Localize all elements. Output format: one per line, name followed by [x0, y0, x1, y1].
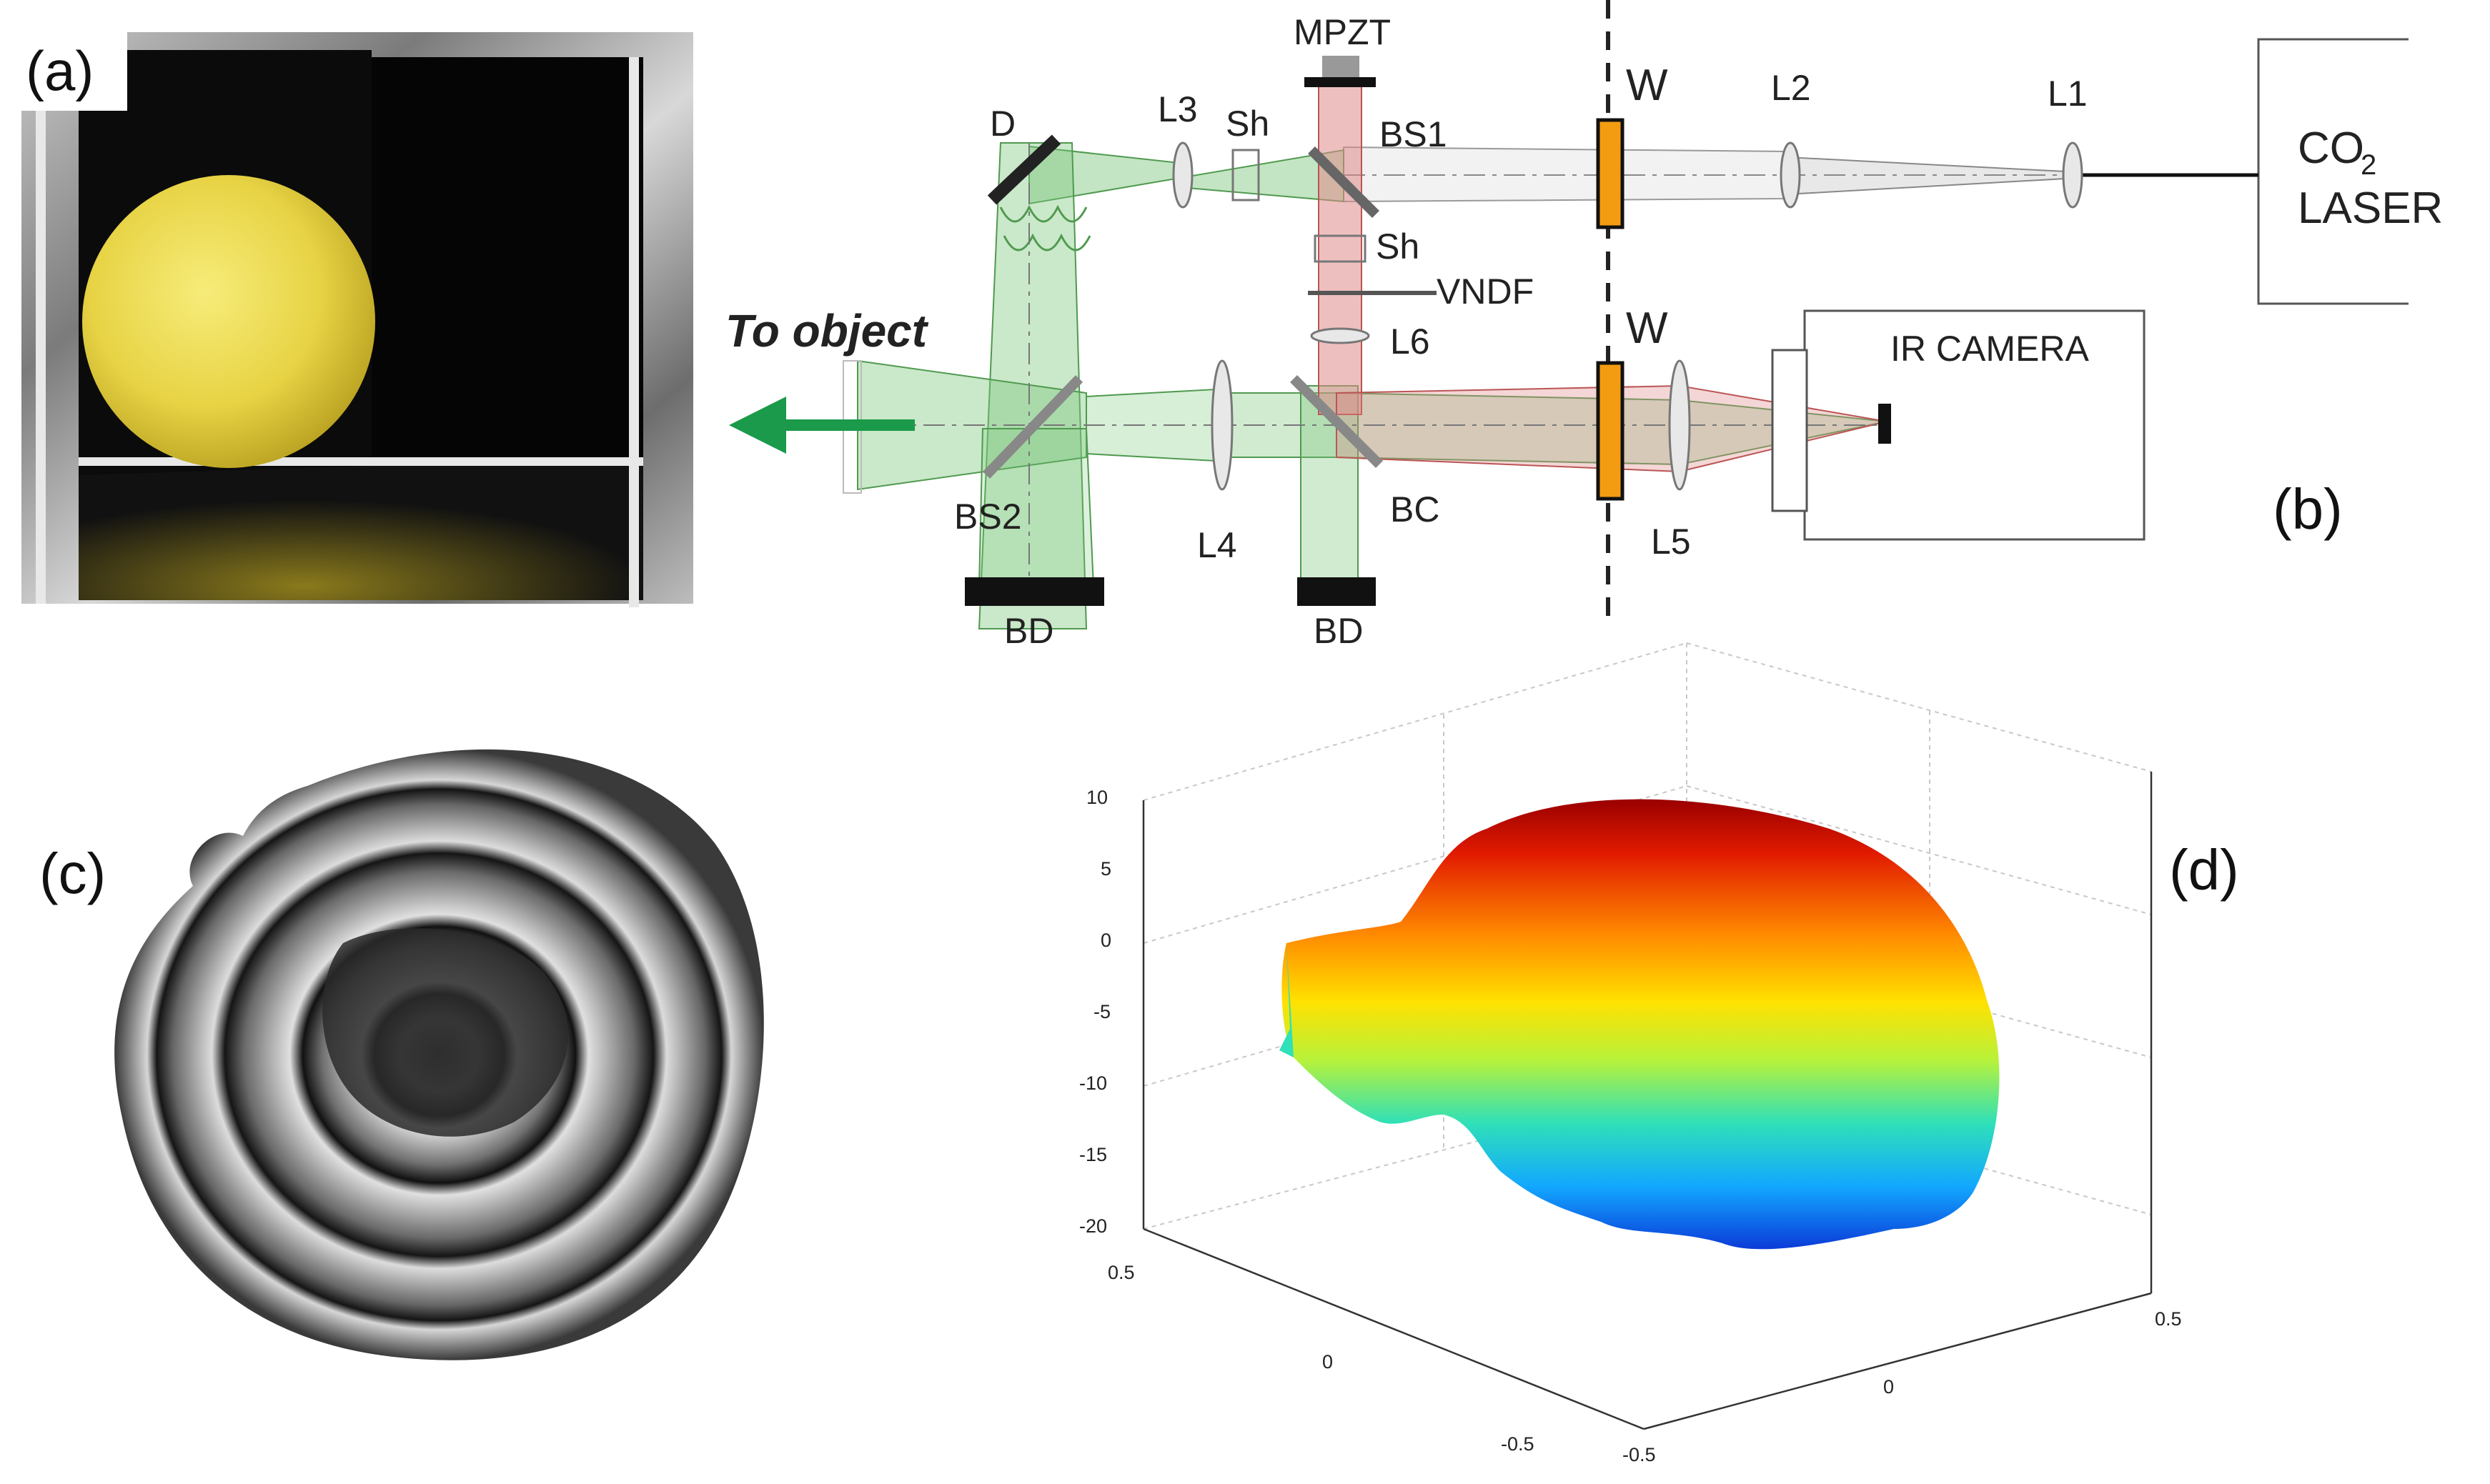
z-axis-ticks: 10 5 0 -5 -10 -15 -20 [1079, 787, 1111, 1237]
lens-l2 [1780, 141, 1801, 209]
to-object-arrow-head [729, 397, 786, 454]
mpzt-mirror [1304, 77, 1376, 87]
label-l2: L2 [1771, 68, 1811, 108]
window-w-bottom [1596, 361, 1625, 501]
lens-l3 [1172, 141, 1194, 209]
frame-bar [36, 32, 46, 604]
ir-camera-lens-mount [1771, 349, 1808, 512]
panel-b-setup: CO 2 LASER [725, 0, 2443, 651]
label-bs2: BS2 [954, 497, 1022, 537]
panel-d-surface-plot: (d) 10 5 0 -5 [1079, 642, 2239, 1465]
z-tick: 5 [1101, 858, 1111, 880]
panel-a-label-bg [21, 32, 127, 111]
label-bc: BC [1390, 489, 1439, 529]
x-tick: 0.5 [1108, 1262, 1135, 1283]
z-tick: 10 [1086, 787, 1108, 808]
lens-l6 [1310, 327, 1370, 344]
x-axis-ticks: 0.5 0 -0.5 [1108, 1262, 1534, 1455]
z-tick: -5 [1093, 1001, 1111, 1022]
laser-co-label: CO [2298, 124, 2364, 173]
object-aperture [843, 360, 862, 494]
panel-c-label: (c) [39, 842, 106, 905]
panel-c-fringes: (c) [39, 749, 764, 1360]
mpzt-body [1322, 56, 1359, 77]
lens-l1 [2062, 141, 2083, 209]
shutter-mid [1314, 234, 1366, 263]
y-tick: -0.5 [1622, 1444, 1656, 1465]
co2-laser-box [2257, 38, 2409, 305]
beam-dump-right [1297, 577, 1376, 606]
z-tick: -20 [1079, 1215, 1107, 1237]
red-beam-vertical [1318, 78, 1362, 415]
laser-sub-label: 2 [2361, 149, 2376, 181]
diffuser-d [987, 134, 1061, 205]
frame-bar [79, 457, 643, 466]
fringe-center [322, 928, 568, 1137]
label-l6: L6 [1390, 322, 1430, 362]
x-tick: -0.5 [1501, 1433, 1534, 1455]
diffuser-scatter [999, 204, 1091, 252]
label-l5: L5 [1651, 522, 1691, 562]
z-tick: 0 [1101, 930, 1111, 951]
beam-splitter-bs1 [1308, 146, 1379, 218]
y-axis-ticks: -0.5 0 0.5 [1622, 1308, 2182, 1465]
x-tick: 0 [1322, 1351, 1333, 1373]
label-d: D [990, 104, 1016, 144]
z-tick: -10 [1079, 1072, 1107, 1094]
label-mpzt: MPZT [1294, 12, 1391, 52]
y-tick: 0.5 [2155, 1308, 2182, 1330]
chamber-floor [79, 457, 643, 600]
shutter-top [1231, 149, 1260, 201]
label-ir-camera: IR CAMERA [1890, 329, 2089, 369]
y-tick: 0 [1883, 1376, 1894, 1398]
window-w-top [1596, 118, 1625, 229]
golden-sphere [82, 175, 375, 468]
surface-spike [1279, 943, 1294, 1057]
label-w-top: W [1626, 61, 1668, 110]
panel-b-label: (b) [2273, 477, 2343, 541]
chamber-back-wall [372, 57, 643, 457]
label-sh-mid: Sh [1376, 226, 1419, 267]
label-l4: L4 [1197, 525, 1237, 565]
beam-combiner-bc [1290, 375, 1383, 468]
label-bd-right: BD [1314, 611, 1363, 651]
beam-dump-left [965, 577, 1104, 606]
panel-d-label: (d) [2169, 838, 2239, 902]
label-w-bottom: W [1626, 304, 1668, 353]
panel-a-photo: (a) [21, 32, 693, 607]
z-tick: -15 [1079, 1144, 1107, 1165]
beam-splitter-bs2 [982, 375, 1083, 479]
panel-a-label: (a) [26, 39, 94, 102]
label-bd-left: BD [1004, 611, 1053, 651]
label-l3: L3 [1158, 89, 1198, 129]
ir-camera-sensor [1878, 404, 1891, 444]
surface-dome [1281, 799, 2000, 1250]
lens-l5 [1668, 359, 1691, 491]
frame-bar [629, 57, 639, 607]
plot-axes [1142, 772, 2153, 1430]
label-vndf: VNDF [1437, 272, 1534, 312]
label-bs1: BS1 [1379, 114, 1447, 154]
lens-l4 [1211, 359, 1234, 491]
label-l1: L1 [2048, 74, 2088, 114]
laser-word-label: LASER [2298, 184, 2443, 233]
label-to-object: To object [725, 305, 929, 357]
label-sh-top: Sh [1226, 104, 1269, 144]
